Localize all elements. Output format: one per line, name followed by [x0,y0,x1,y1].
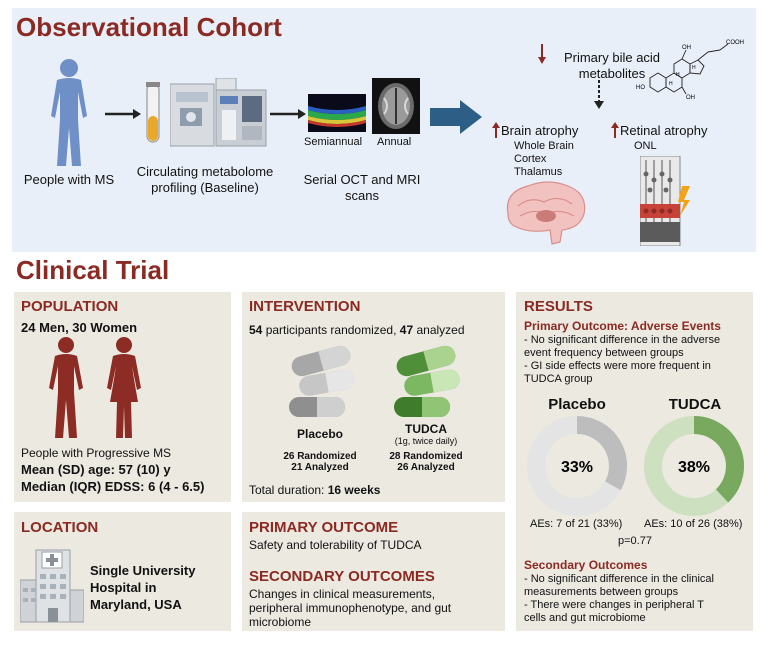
people-icon [49,337,141,438]
bile-acid-molecule-icon: HO OH OH COOH H H H [636,40,744,100]
secondary-outcomes-line-1: Changes in clinical measurements, [249,587,436,601]
serial-scans-label: Serial OCT and MRI scans [303,172,421,203]
results-primary-line-1: - No significant difference in the adver… [524,334,721,346]
tudca-analyzed: 26 Analyzed [397,462,455,473]
hospital-icon [20,549,84,623]
dashed-down-arrow-icon [594,80,604,109]
secondary-outcomes-heading: SECONDARY OUTCOMES [249,568,435,585]
cohort-title: Observational Cohort [16,12,282,42]
placebo-ae-caption: AEs: 7 of 21 (33%) [530,518,623,530]
placebo-donut-center-label: 33% [561,459,593,476]
brain-region-cortex: Cortex [514,153,547,165]
placebo-randomized: 26 Randomized [283,451,357,462]
placebo-donut [527,416,627,516]
results-heading: RESULTS [524,298,593,315]
up-arrow-icon [492,122,500,138]
people-with-ms-label: People with MS [23,172,115,187]
retina-layers-icon [640,156,690,246]
placebo-chart-title: Placebo [548,396,606,413]
population-counts: 24 Men, 30 Women [21,320,138,335]
tudca-donut-center-label: 38% [678,459,710,476]
annual-label: Annual [377,136,412,148]
placebo-arm-name: Placebo [296,427,344,441]
tudca-chart-title: TUDCA [668,396,722,413]
placebo-analyzed: 21 Analyzed [291,462,349,473]
donut-value-arc [693,416,744,503]
semiannual-label: Semiannual [304,136,363,148]
brain-atrophy-label: Brain atrophy [501,123,579,138]
adverse-events-donut-charts: 33% 38% [527,416,744,516]
metabolome-profiling-label: Circulating metabolome profiling (Baseli… [136,164,274,195]
tudca-pills-icon [394,345,460,417]
molecule-h-label-3: H [669,81,673,87]
placebo-pills-icon [289,345,355,417]
up-arrow-icon [611,122,619,138]
results-secondary-title: Secondary Outcomes [524,558,648,572]
molecule-ho-label: HO [636,85,645,91]
randomized-summary: 54 participants randomized, 47 analyzed [249,323,465,337]
population-heading: POPULATION [21,298,119,315]
intervention-heading: INTERVENTION [249,298,361,315]
brain-icon [506,181,586,245]
person-icon [51,59,87,166]
bile-acid-label: Primary bile acid metabolites [563,50,661,81]
arrow-icon [270,109,306,119]
molecule-h-label-2: H [676,72,680,78]
arrow-icon [105,109,141,119]
trial-title: Clinical Trial [16,255,170,285]
brain-region-whole: Whole Brain [514,140,574,152]
big-arrow-icon [430,100,482,134]
tudca-randomized: 28 Randomized [389,451,463,462]
location-line-1: Single University [90,563,196,578]
primary-outcome-heading: PRIMARY OUTCOME [249,519,399,536]
results-primary-title: Primary Outcome: Adverse Events [524,319,721,333]
test-tube-icon [146,82,160,143]
results-primary-line-3: - GI side effects were more frequent in [524,360,711,372]
down-arrow-icon [538,44,546,64]
tudca-arm-name: TUDCA [405,422,447,436]
oct-scan-icon [308,94,366,132]
location-line-2: Hospital in [90,580,157,595]
results-box [516,292,753,631]
results-secondary-line-2: measurements between groups [524,586,679,598]
results-secondary-line-1: - No significant difference in the clini… [524,573,714,585]
mri-scan-icon [372,78,420,134]
brain-region-thalamus: Thalamus [514,166,563,178]
molecule-oh-top-label: OH [682,45,691,51]
molecule-cooh-label: COOH [726,40,744,46]
tudca-dose: (1g, twice daily) [394,436,458,446]
location-line-3: Maryland, USA [90,597,182,612]
tudca-donut [644,416,744,516]
location-heading: LOCATION [21,519,99,536]
outcomes-box [242,512,505,631]
donut-value-arc [576,416,627,491]
tudca-ae-caption: AEs: 10 of 26 (38%) [644,518,743,530]
secondary-outcomes-line-2: peripheral immunophenotype, and gut [249,601,452,615]
retinal-atrophy-label: Retinal atrophy [620,123,708,138]
population-edss: Median (IQR) EDSS: 6 (4 - 6.5) [21,479,205,494]
population-age: Mean (SD) age: 57 (10) y [21,462,171,477]
retinal-region-onl: ONL [634,140,657,152]
intervention-box [242,292,505,502]
primary-outcome-text: Safety and tolerability of TUDCA [249,538,422,552]
p-value: p=0.77 [618,535,652,547]
molecule-oh-bottom-label: OH [686,95,695,100]
results-secondary-line-3: - There were changes in peripheral T [524,599,704,611]
secondary-outcomes-line-3: microbiome [249,615,312,629]
results-secondary-line-4: cells and gut microbiome [524,612,646,624]
population-type: People with Progressive MS [21,446,172,460]
results-primary-line-2: event frequency between groups [524,347,684,359]
mass-spectrometer-icon [170,78,267,147]
total-duration: Total duration: 16 weeks [249,483,381,497]
results-primary-line-4: TUDCA group [524,373,593,385]
molecule-h-label-1: H [692,65,696,71]
